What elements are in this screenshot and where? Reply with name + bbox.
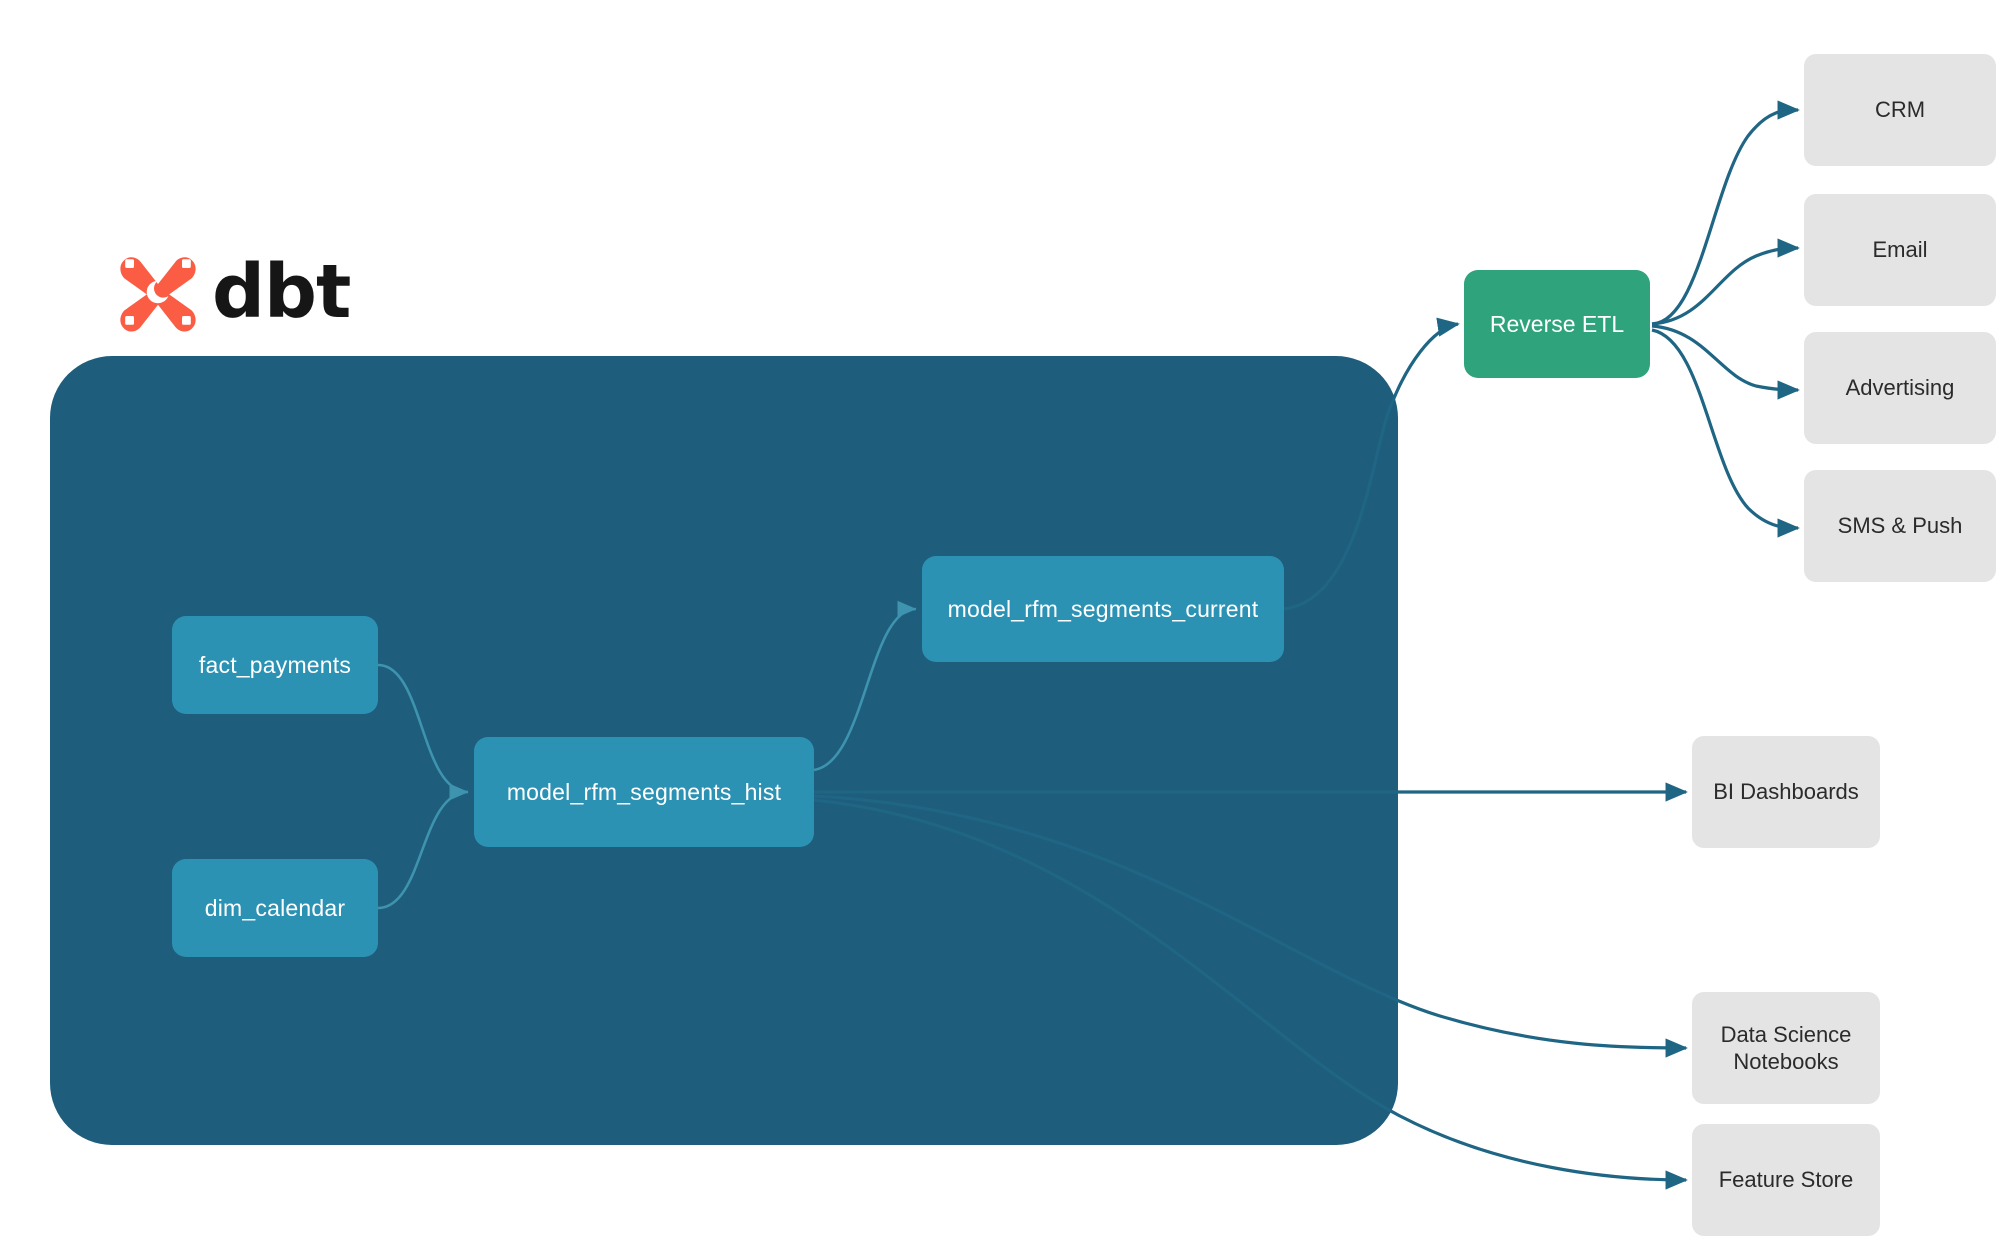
edge-reverse-etl-to-crm xyxy=(1651,100,1800,326)
node-label: fact_payments xyxy=(198,651,352,678)
node-label: Feature Store xyxy=(1718,1167,1854,1193)
node-label: SMS & Push xyxy=(1837,513,1963,539)
dbt-brand: dbt xyxy=(118,249,351,335)
node-feature-store[interactable]: Feature Store xyxy=(1692,1124,1880,1236)
node-label: Email xyxy=(1872,237,1928,263)
node-bi-dashboards[interactable]: BI Dashboards xyxy=(1692,736,1880,848)
node-dim-calendar[interactable]: dim_calendar xyxy=(172,859,378,957)
edge-hist-to-feature-store xyxy=(813,798,1688,1190)
node-data-science-notebooks[interactable]: Data Science Notebooks xyxy=(1692,992,1880,1104)
node-label: model_rfm_segments_hist xyxy=(506,778,782,805)
node-label: Data Science Notebooks xyxy=(1720,1021,1852,1075)
node-reverse-etl[interactable]: Reverse ETL xyxy=(1464,270,1650,378)
node-label: Reverse ETL xyxy=(1489,310,1625,337)
edge-reverse-etl-to-advertising xyxy=(1651,324,1800,400)
node-model-rfm-segments-current[interactable]: model_rfm_segments_current xyxy=(922,556,1284,662)
node-label: BI Dashboards xyxy=(1713,779,1859,805)
node-model-rfm-segments-hist[interactable]: model_rfm_segments_hist xyxy=(474,737,814,847)
node-fact-payments[interactable]: fact_payments xyxy=(172,616,378,714)
edge-reverse-etl-to-sms-push xyxy=(1651,328,1800,538)
edge-current-to-reverse-etl xyxy=(1283,317,1460,611)
edge-reverse-etl-to-email xyxy=(1651,238,1800,326)
dbt-logo-icon xyxy=(120,257,196,332)
node-sms-push[interactable]: SMS & Push xyxy=(1804,470,1996,582)
node-label: model_rfm_segments_current xyxy=(947,595,1259,622)
dbt-wordmark: dbt xyxy=(212,249,351,335)
edge-hist-to-data-science-notebooks xyxy=(813,794,1688,1058)
node-label: dim_calendar xyxy=(204,894,346,921)
edge-hist-to-current xyxy=(813,600,917,772)
node-crm[interactable]: CRM xyxy=(1804,54,1996,166)
node-label: Advertising xyxy=(1845,375,1955,401)
edge-dim-calendar-to-hist xyxy=(377,783,469,910)
node-label: CRM xyxy=(1874,97,1926,123)
node-email[interactable]: Email xyxy=(1804,194,1996,306)
node-advertising[interactable]: Advertising xyxy=(1804,332,1996,444)
